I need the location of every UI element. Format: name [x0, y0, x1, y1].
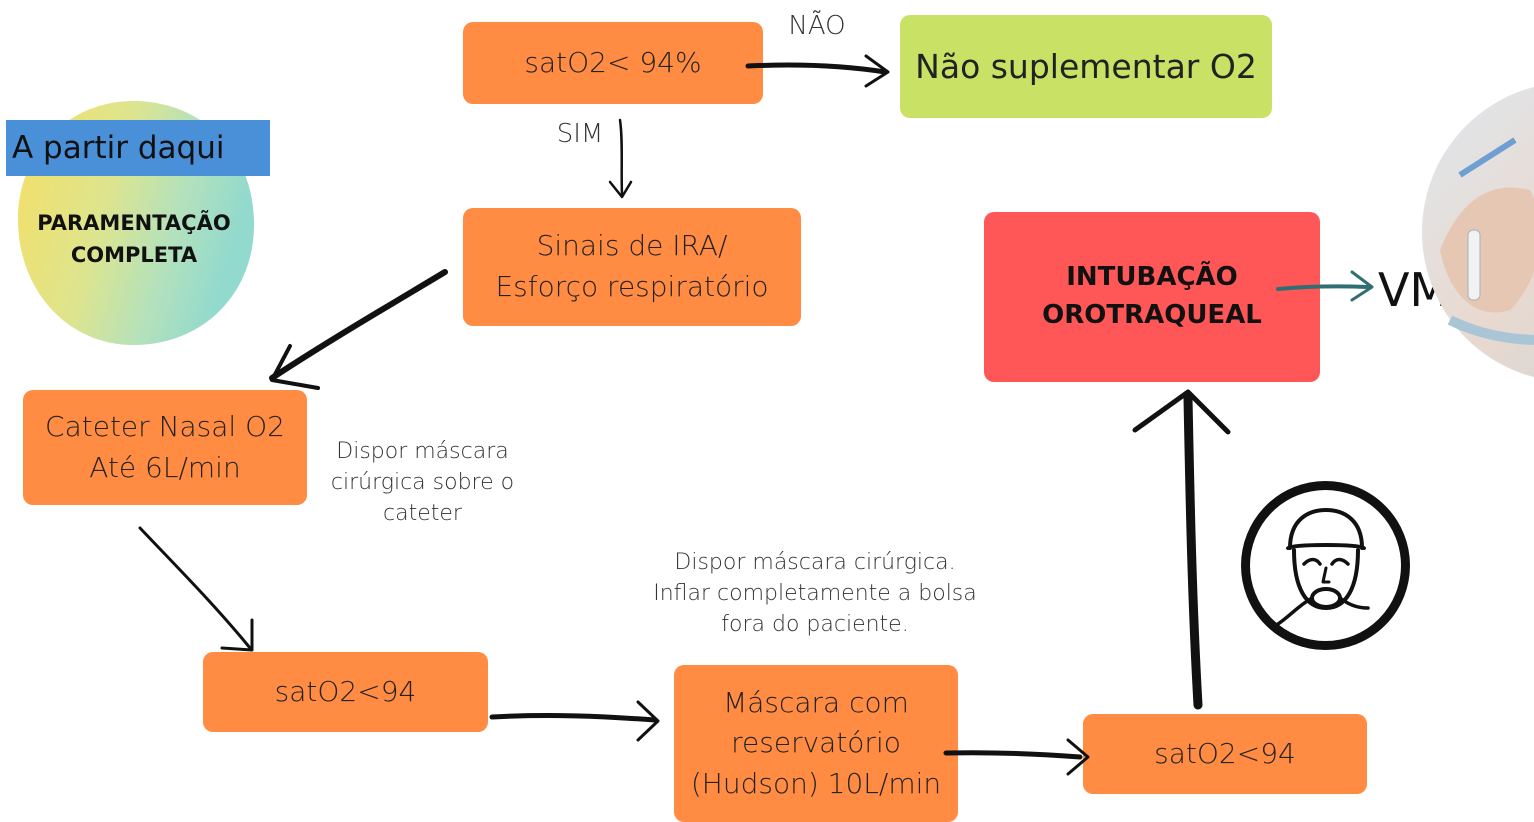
paramentacao-text: PARAMENTAÇÃO COMPLETA: [37, 211, 231, 267]
node-nao-suplementar: Não suplementar O2: [900, 15, 1272, 118]
arrow-mask-to-sat3: [943, 738, 1090, 776]
label-sim: SIM: [556, 119, 604, 149]
node-sinais-ira: Sinais de IRA/ Esforço respiratório: [463, 208, 801, 326]
label-mask-note: Dispor máscara cirúrgica. Inflar complet…: [653, 550, 977, 637]
node-intubacao: INTUBAÇÃO OROTRAQUEAL: [984, 212, 1320, 382]
label-nasal-note: Dispor máscara cirúrgica sobre o cateter: [330, 439, 515, 526]
intubated-patient-photo: [1420, 80, 1534, 385]
arrow-sat2-to-mask: [489, 700, 660, 742]
arrow-ira-to-nasal: [269, 269, 448, 390]
arrow-intubacao-to-vm: [1276, 270, 1374, 302]
arrow-sim: [608, 118, 633, 199]
arrow-sat3-to-intubacao: [1132, 389, 1231, 710]
arrow-nao: [745, 54, 890, 88]
arrow-nasal-to-sat2: [138, 526, 254, 652]
node-sat-start: satO2< 94%: [463, 22, 763, 104]
label-nao: NÃO: [788, 11, 846, 41]
node-mascara-reservatorio: Máscara com reservatório (Hudson) 10L/mi…: [674, 665, 958, 822]
node-sat-3: satO2<94: [1083, 714, 1367, 794]
node-sat-2: satO2<94: [203, 652, 488, 732]
node-cateter-nasal: Cateter Nasal O2 Até 6L/min: [23, 390, 307, 505]
banner-a-partir-daqui: A partir daqui: [6, 120, 270, 176]
patient-oxygen-mask-icon: [1238, 478, 1413, 653]
